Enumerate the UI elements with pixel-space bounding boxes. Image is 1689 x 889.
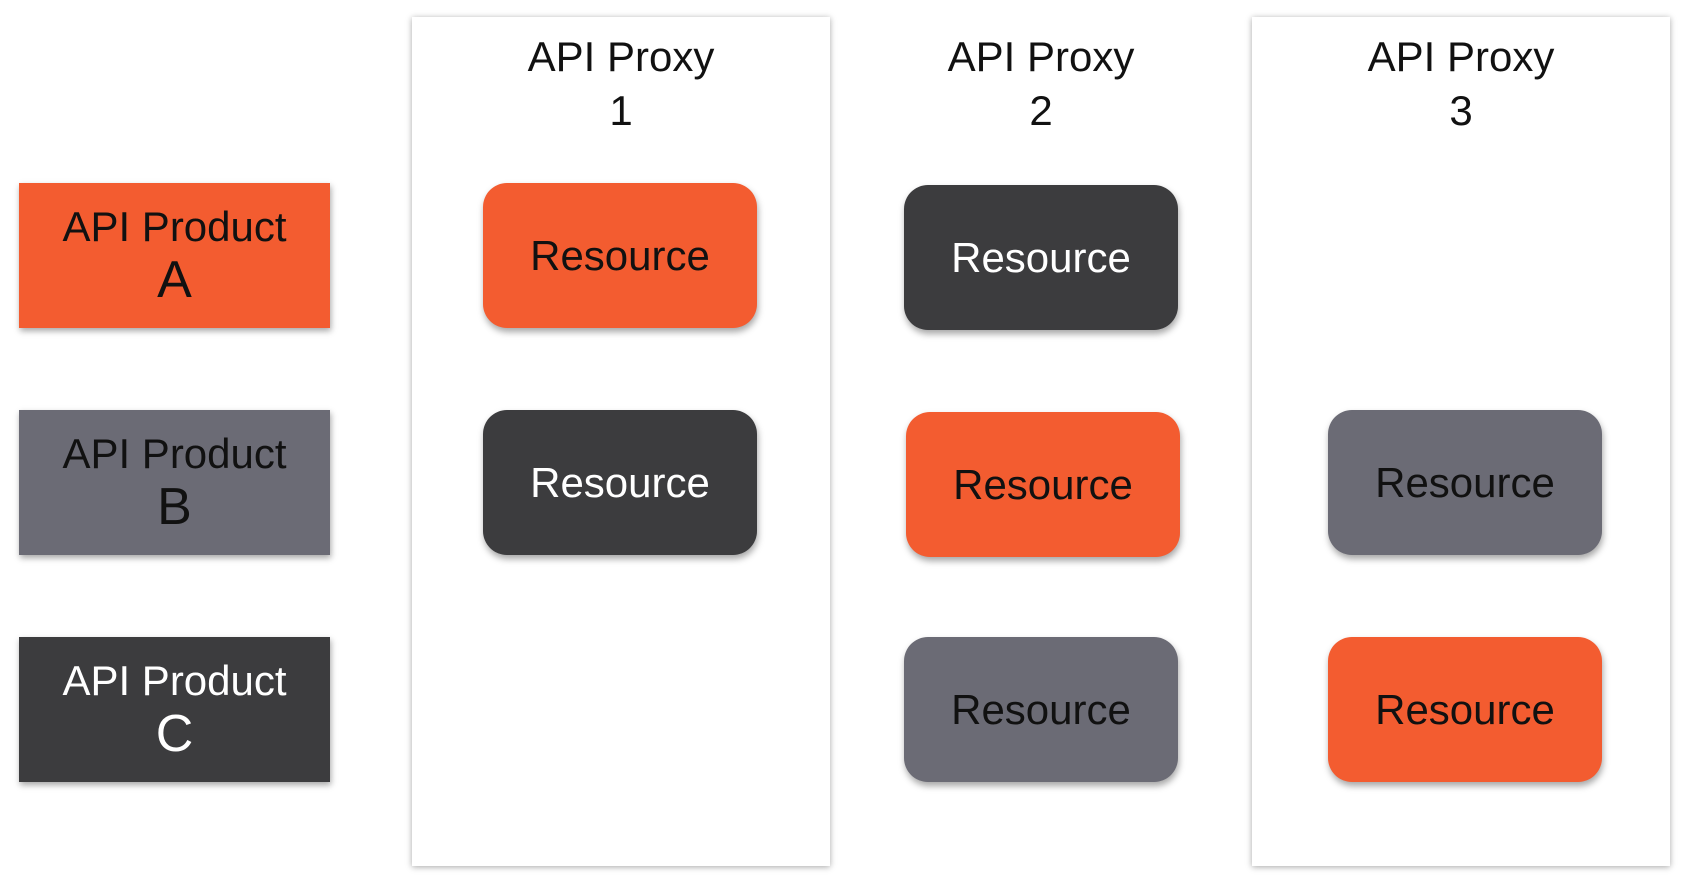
api-proxy-3-title-number: 3	[1449, 87, 1473, 134]
api-proxy-1-title: API Proxy 1	[412, 30, 830, 138]
api-proxy-2-title: API Proxy 2	[832, 30, 1250, 138]
proxy-3-resource-1: Resource	[1328, 410, 1602, 555]
api-proxy-2-title-label: API Proxy	[947, 33, 1135, 80]
proxy-2-resource-1: Resource	[904, 185, 1178, 330]
api-proxy-3-title-label: API Proxy	[1367, 33, 1555, 80]
api-product-b-box: API Product B	[19, 410, 330, 555]
api-proxy-2-column: API Proxy 2	[832, 17, 1250, 866]
api-product-c-box: API Product C	[19, 637, 330, 782]
api-proxy-1-title-label: API Proxy	[527, 33, 715, 80]
proxy-1-resource-1: Resource	[483, 183, 757, 328]
api-product-b-label: API Product	[62, 429, 287, 477]
api-product-c-letter: C	[155, 704, 194, 763]
proxy-2-resource-2: Resource	[906, 412, 1180, 557]
api-product-b-letter: B	[157, 477, 192, 536]
api-product-a-label: API Product	[62, 202, 287, 250]
api-proxy-3-title: API Proxy 3	[1252, 30, 1670, 138]
api-product-a-letter: A	[157, 250, 192, 309]
proxy-2-resource-3: Resource	[904, 637, 1178, 782]
api-product-a-box: API Product A	[19, 183, 330, 328]
api-proxy-1-title-number: 1	[609, 87, 633, 134]
api-product-c-label: API Product	[62, 656, 287, 704]
proxy-1-resource-2: Resource	[483, 410, 757, 555]
api-proxy-2-title-number: 2	[1029, 87, 1053, 134]
proxy-3-resource-2: Resource	[1328, 637, 1602, 782]
